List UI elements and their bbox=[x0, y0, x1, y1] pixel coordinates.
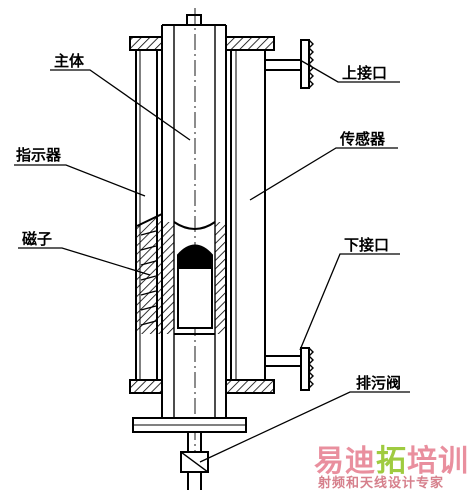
magnet-float bbox=[177, 244, 213, 329]
leader-lines bbox=[14, 59, 410, 463]
bottom-base bbox=[132, 417, 247, 433]
label-magnet: 磁子 bbox=[22, 230, 53, 248]
watermark-tagline: 射频和天线设计专家 bbox=[318, 476, 445, 491]
label-sensor: 传感器 bbox=[340, 130, 386, 148]
label-main-body: 主体 bbox=[54, 52, 85, 70]
indicator-scale bbox=[136, 213, 163, 334]
sensor-column bbox=[230, 50, 266, 380]
label-indicator: 指示器 bbox=[16, 146, 62, 164]
watermark-brand-part2: 拓 bbox=[376, 444, 407, 479]
watermark-brand-part1: 易迪 bbox=[314, 444, 376, 479]
watermark-brand-part3: 培训 bbox=[407, 444, 467, 479]
top-flange bbox=[129, 36, 275, 51]
top-cap bbox=[185, 14, 203, 26]
float-region bbox=[162, 221, 226, 335]
label-upper-port: 上接口 bbox=[342, 64, 388, 82]
drain-pipe bbox=[180, 432, 209, 490]
main-body-tube bbox=[161, 24, 227, 418]
upper-port bbox=[265, 39, 314, 89]
label-drain-valve: 排污阀 bbox=[356, 374, 402, 392]
lower-port bbox=[265, 347, 314, 391]
bottom-flange bbox=[129, 379, 275, 394]
watermark-logo: 易迪拓培训 bbox=[314, 436, 467, 480]
label-lower-port: 下接口 bbox=[344, 236, 390, 254]
